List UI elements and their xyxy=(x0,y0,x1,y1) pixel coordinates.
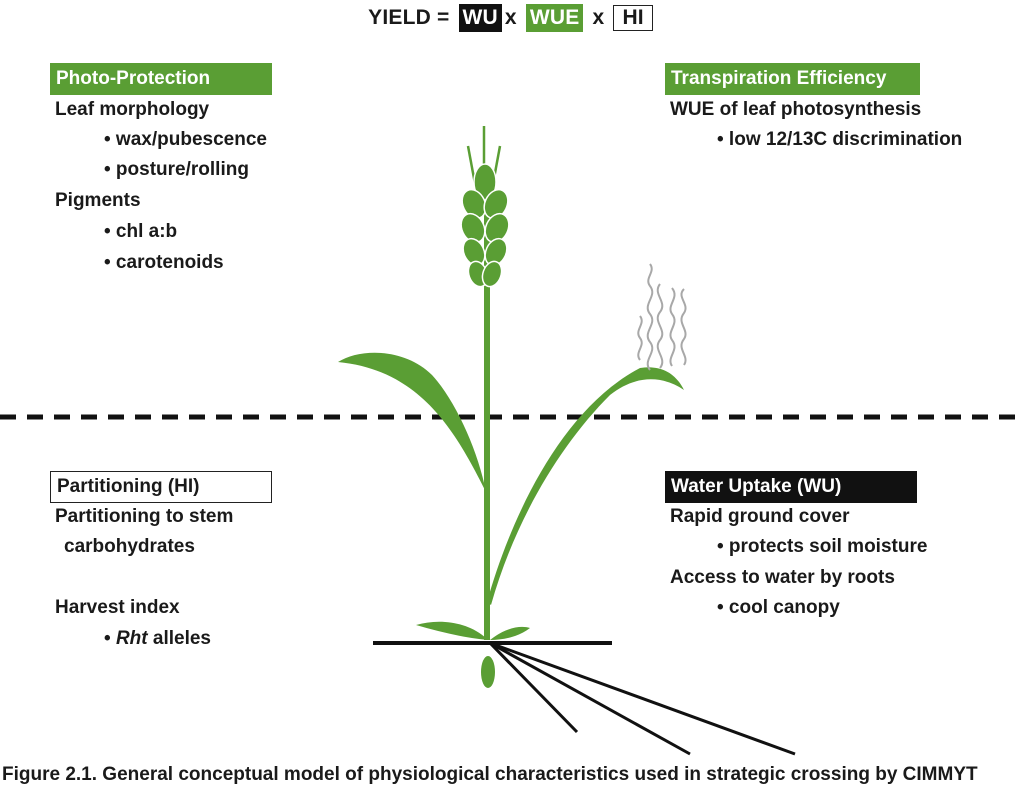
seed xyxy=(481,656,495,688)
partitioning-header: Partitioning (HI) xyxy=(50,471,272,503)
water-uptake-header: Water Uptake (WU) xyxy=(665,471,917,503)
chl-ab-item: • chl a:b xyxy=(104,221,178,242)
carbohydrates-label: carbohydrates xyxy=(64,536,195,557)
stem xyxy=(484,210,490,640)
basal-leaf-left xyxy=(416,621,488,640)
rht-alleles-text: alleles xyxy=(147,628,211,649)
partitioning-stem-label: Partitioning to stem xyxy=(55,506,234,527)
left-leaf xyxy=(338,352,486,492)
wax-pubescence-item: • wax/pubescence xyxy=(104,129,267,150)
pigments-label: Pigments xyxy=(55,190,141,211)
wue-leaf-photosynthesis-label: WUE of leaf photosynthesis xyxy=(670,99,922,120)
harvest-index-label: Harvest index xyxy=(55,597,180,618)
rapid-ground-cover-label: Rapid ground cover xyxy=(670,506,850,527)
equation-term-hi: HI xyxy=(613,5,653,31)
equation-term-wu: WU xyxy=(458,4,502,32)
equation-term-wue: WUE xyxy=(525,4,584,32)
basal-leaf-right xyxy=(490,626,530,640)
rht-gene-name: Rht xyxy=(115,628,148,649)
soil-moisture-item: • protects soil moisture xyxy=(717,536,928,557)
leaf-morphology-label: Leaf morphology xyxy=(55,99,210,120)
equation-operator: x xyxy=(592,6,605,29)
equation-operator: x xyxy=(504,6,517,29)
rht-alleles-item: • Rht alleles xyxy=(104,626,211,652)
root-water-access-label: Access to water by roots xyxy=(670,567,895,588)
rht-bullet: • xyxy=(104,628,116,649)
transpiration-vapor xyxy=(637,263,687,371)
cool-canopy-item: • cool canopy xyxy=(717,597,840,618)
roots xyxy=(488,641,796,756)
equation-prefix: YIELD = xyxy=(368,6,450,29)
discrimination-item: • low 12/13C discrimination xyxy=(717,129,963,150)
posture-rolling-item: • posture/rolling xyxy=(104,159,249,180)
photo-protection-header: Photo-Protection xyxy=(50,63,272,95)
carotenoids-item: • carotenoids xyxy=(104,252,224,273)
ear-spikelets xyxy=(460,163,510,288)
right-leaf xyxy=(487,367,684,605)
transpiration-efficiency-header: Transpiration Efficiency xyxy=(665,63,920,95)
figure-caption: Figure 2.1. General conceptual model of … xyxy=(2,764,978,785)
